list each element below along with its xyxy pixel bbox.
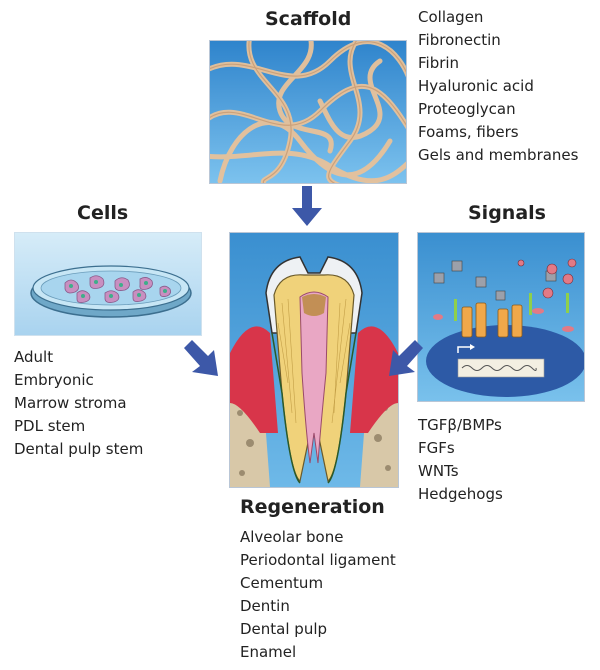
receptor-icon	[461, 302, 523, 338]
regeneration-item: Cementum	[240, 574, 324, 592]
scaffold-item: Collagen	[418, 8, 484, 26]
regeneration-list: Alveolar bone Periodontal ligament Cemen…	[240, 526, 396, 664]
signals-item: Hedgehogs	[418, 485, 503, 503]
signals-list: TGFβ/BMPs FGFs WNTs Hedgehogs	[418, 414, 503, 506]
signals-item: TGFβ/BMPs	[418, 416, 502, 434]
scaffold-item: Hyaluronic acid	[418, 77, 534, 95]
cells-image	[14, 232, 202, 336]
cells-item: PDL stem	[14, 417, 86, 435]
scaffold-item: Fibronectin	[418, 31, 501, 49]
regeneration-item: Periodontal ligament	[240, 551, 396, 569]
arrow-left-icon	[389, 340, 423, 376]
regeneration-item: Dentin	[240, 597, 290, 615]
regeneration-item: Dental pulp	[240, 620, 328, 638]
scaffold-image	[209, 40, 407, 184]
cells-item: Marrow stroma	[14, 394, 127, 412]
scaffold-item: Proteoglycan	[418, 100, 516, 118]
arrow-down-icon	[292, 186, 322, 226]
scaffold-title: Scaffold	[265, 8, 352, 30]
cells-list: Adult Embryonic Marrow stroma PDL stem D…	[14, 346, 143, 461]
signals-image	[417, 232, 585, 402]
signals-item: WNTs	[418, 462, 459, 480]
scaffold-list: Collagen Fibronectin Fibrin Hyaluronic a…	[418, 6, 578, 167]
cells-title: Cells	[77, 202, 129, 224]
regeneration-item: Enamel	[240, 643, 297, 661]
tooth-image	[229, 232, 399, 488]
cells-item: Dental pulp stem	[14, 440, 144, 458]
scaffold-item: Fibrin	[418, 54, 460, 72]
cells-item: Embryonic	[14, 371, 94, 389]
regeneration-item: Alveolar bone	[240, 528, 344, 546]
cells-item: Adult	[14, 348, 54, 366]
scaffold-item: Gels and membranes	[418, 146, 579, 164]
scaffold-item: Foams, fibers	[418, 123, 519, 141]
arrow-right-icon	[184, 340, 218, 376]
signals-title: Signals	[468, 202, 546, 224]
regeneration-title: Regeneration	[240, 496, 385, 518]
petri-dish-icon	[30, 265, 192, 318]
signals-item: FGFs	[418, 439, 455, 457]
